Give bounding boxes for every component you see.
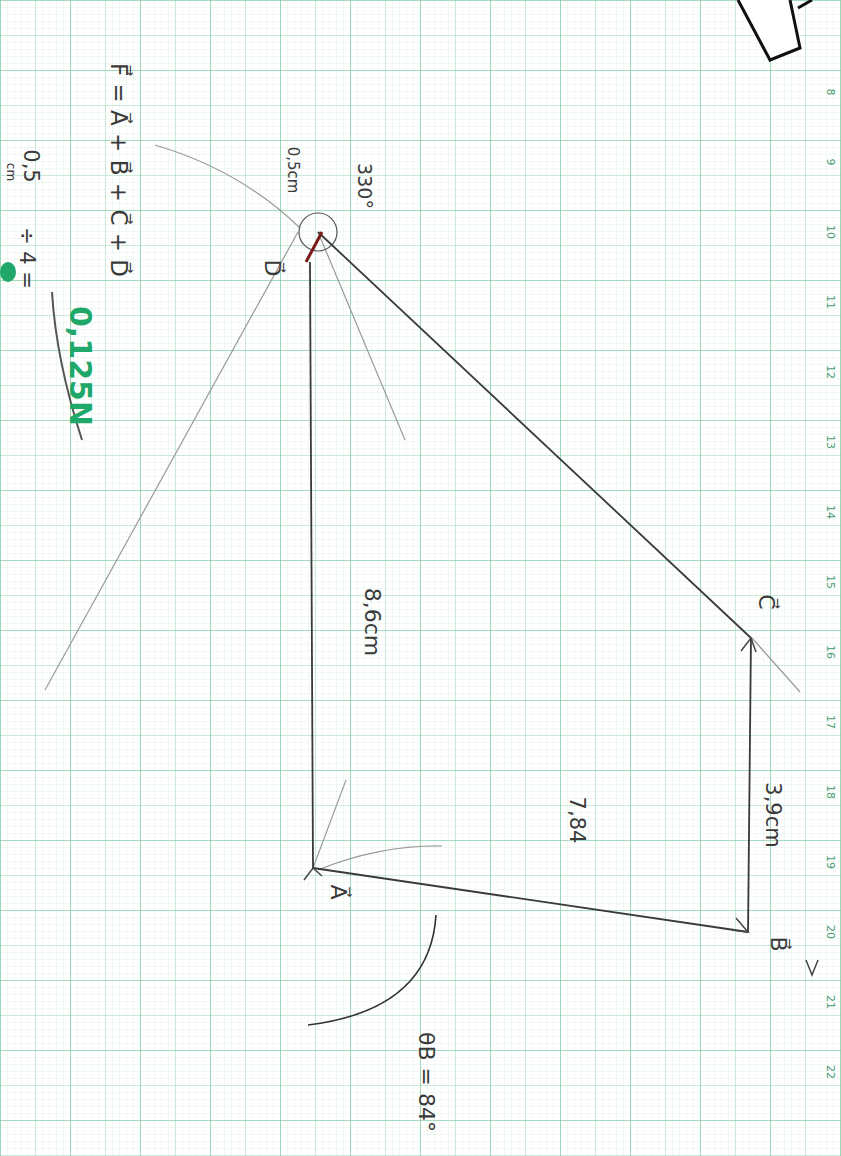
construction-lines	[45, 145, 800, 870]
ruler-number: 8	[825, 89, 836, 96]
division: ÷ 4 =	[16, 227, 37, 289]
pencil-tip	[738, 0, 812, 60]
vector-name: B⃗	[767, 936, 789, 951]
ruler-number: 21	[825, 995, 836, 1009]
vector-sum-equation: F⃗ = A⃗ + B⃗ + C⃗ + D⃗	[107, 63, 130, 277]
angle-label: 330°	[355, 163, 374, 209]
result-value: 0,125N	[65, 306, 95, 426]
scale-value: 0,5	[20, 149, 41, 182]
ruler-number: 15	[825, 575, 836, 589]
angle-label: θB = 84°	[415, 1032, 437, 1132]
length-label: 0,5cm	[285, 147, 300, 194]
vector-d	[306, 232, 322, 262]
ruler-number: 19	[825, 855, 836, 869]
vector-name: D⃗	[261, 260, 283, 277]
unit: cm	[5, 163, 17, 181]
ruler-number: 18	[825, 785, 836, 799]
arrow-ticks	[304, 638, 818, 975]
ruler-number: 12	[825, 365, 836, 379]
ruler-number: 14	[825, 505, 836, 519]
ruler-number: 10	[825, 225, 836, 239]
length-label: 8,6cm	[361, 588, 383, 657]
length-label: 7,84	[566, 797, 587, 844]
ruler-number: 11	[825, 295, 836, 309]
ruler-number: 20	[825, 925, 836, 939]
ruler-number: 22	[825, 1065, 836, 1079]
vector-polygon	[310, 232, 751, 932]
vector-name: A⃗	[327, 884, 349, 899]
angle-arc	[308, 915, 436, 1025]
ink-dot	[0, 262, 16, 282]
ruler-number: 9	[825, 159, 836, 166]
length-label: 3,9cm	[762, 782, 783, 847]
ruler-number: 13	[825, 435, 836, 449]
ruler-number: 17	[825, 715, 836, 729]
vector-name: C⃗	[755, 594, 777, 609]
ruler-number: 16	[825, 645, 836, 659]
